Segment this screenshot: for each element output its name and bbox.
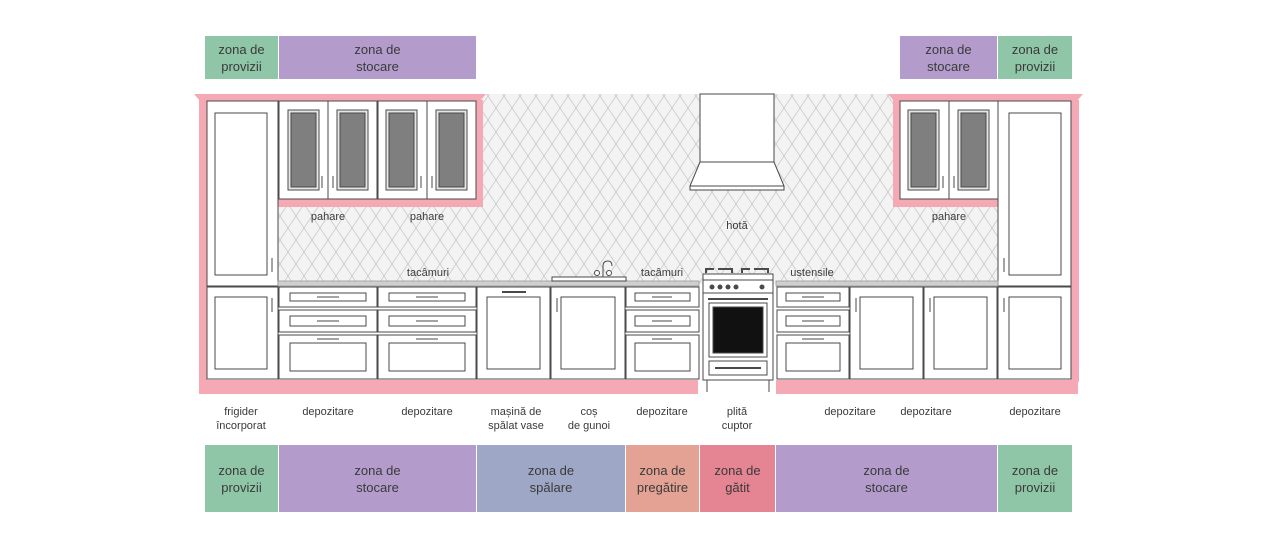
- label-pahare-3: pahare: [931, 211, 967, 223]
- bottom-zone-stocare-right: zona de stocare: [776, 445, 997, 512]
- right-upper-shelf: [893, 199, 998, 207]
- label-frigider: frigider încorporat: [216, 406, 266, 432]
- stove-oven: [702, 268, 774, 392]
- bottom-zone-stocare-left: zona de stocare: [279, 445, 476, 512]
- label-depozitare-1: depozitare: [302, 406, 354, 418]
- right-upper-side: [893, 100, 900, 200]
- label-masina-spalat: mașină de spălat vase: [488, 406, 544, 432]
- top-zone-stocare-right: zona de stocare: [900, 36, 997, 79]
- left-upper-shelf: [278, 199, 483, 207]
- right-cornice: [888, 94, 1083, 101]
- bottom-zone-provizii-left: zona de provizii: [205, 445, 278, 512]
- bottom-zone-pregatire: zona de pregătire: [626, 445, 699, 512]
- label-plita-cuptor: plită cuptor: [721, 406, 753, 432]
- left-upper-side: [476, 100, 483, 200]
- countertops: [277, 280, 999, 287]
- right-pantry-column: [997, 100, 1072, 380]
- left-fridge-column: [206, 100, 279, 380]
- base-cabinets-left: [278, 286, 700, 380]
- left-cornice: [194, 94, 486, 101]
- label-tacamuri-2: tacâmuri: [640, 267, 684, 279]
- top-zone-provizii-left: zona de provizii: [205, 36, 278, 79]
- right-upper-glass-cabinet: [899, 100, 999, 200]
- label-cos-gunoi: coș de gunoi: [567, 406, 611, 432]
- label-depozitare-6: depozitare: [1009, 406, 1061, 418]
- label-tacamuri-1: tacâmuri: [406, 267, 450, 279]
- right-fridge-side: [1071, 100, 1079, 382]
- bottom-zone-provizii-right: zona de provizii: [998, 445, 1072, 512]
- pink-outlines: [194, 94, 1083, 394]
- bottom-zone-gatit: zona de gătit: [700, 445, 775, 512]
- plinth-left: [199, 380, 698, 394]
- label-pahare-2: pahare: [409, 211, 445, 223]
- label-hota: hotă: [726, 220, 748, 232]
- left-upper-glass-cabinets: [278, 100, 477, 200]
- label-depozitare-3: depozitare: [636, 406, 688, 418]
- base-cabinets-right: [776, 286, 998, 380]
- range-hood: [689, 93, 785, 191]
- top-zone-provizii-right: zona de provizii: [998, 36, 1072, 79]
- label-pahare-1: pahare: [310, 211, 346, 223]
- top-zone-stocare-left: zona de stocare: [279, 36, 476, 79]
- plinth-right: [776, 380, 1078, 394]
- label-ustensile: ustensile: [790, 267, 834, 279]
- label-depozitare-2: depozitare: [401, 406, 453, 418]
- left-fridge-side: [199, 100, 207, 382]
- label-depozitare-5: depozitare: [900, 406, 952, 418]
- sink-faucet: [551, 260, 627, 282]
- bottom-zone-spalare: zona de spălare: [477, 445, 625, 512]
- label-depozitare-4: depozitare: [824, 406, 876, 418]
